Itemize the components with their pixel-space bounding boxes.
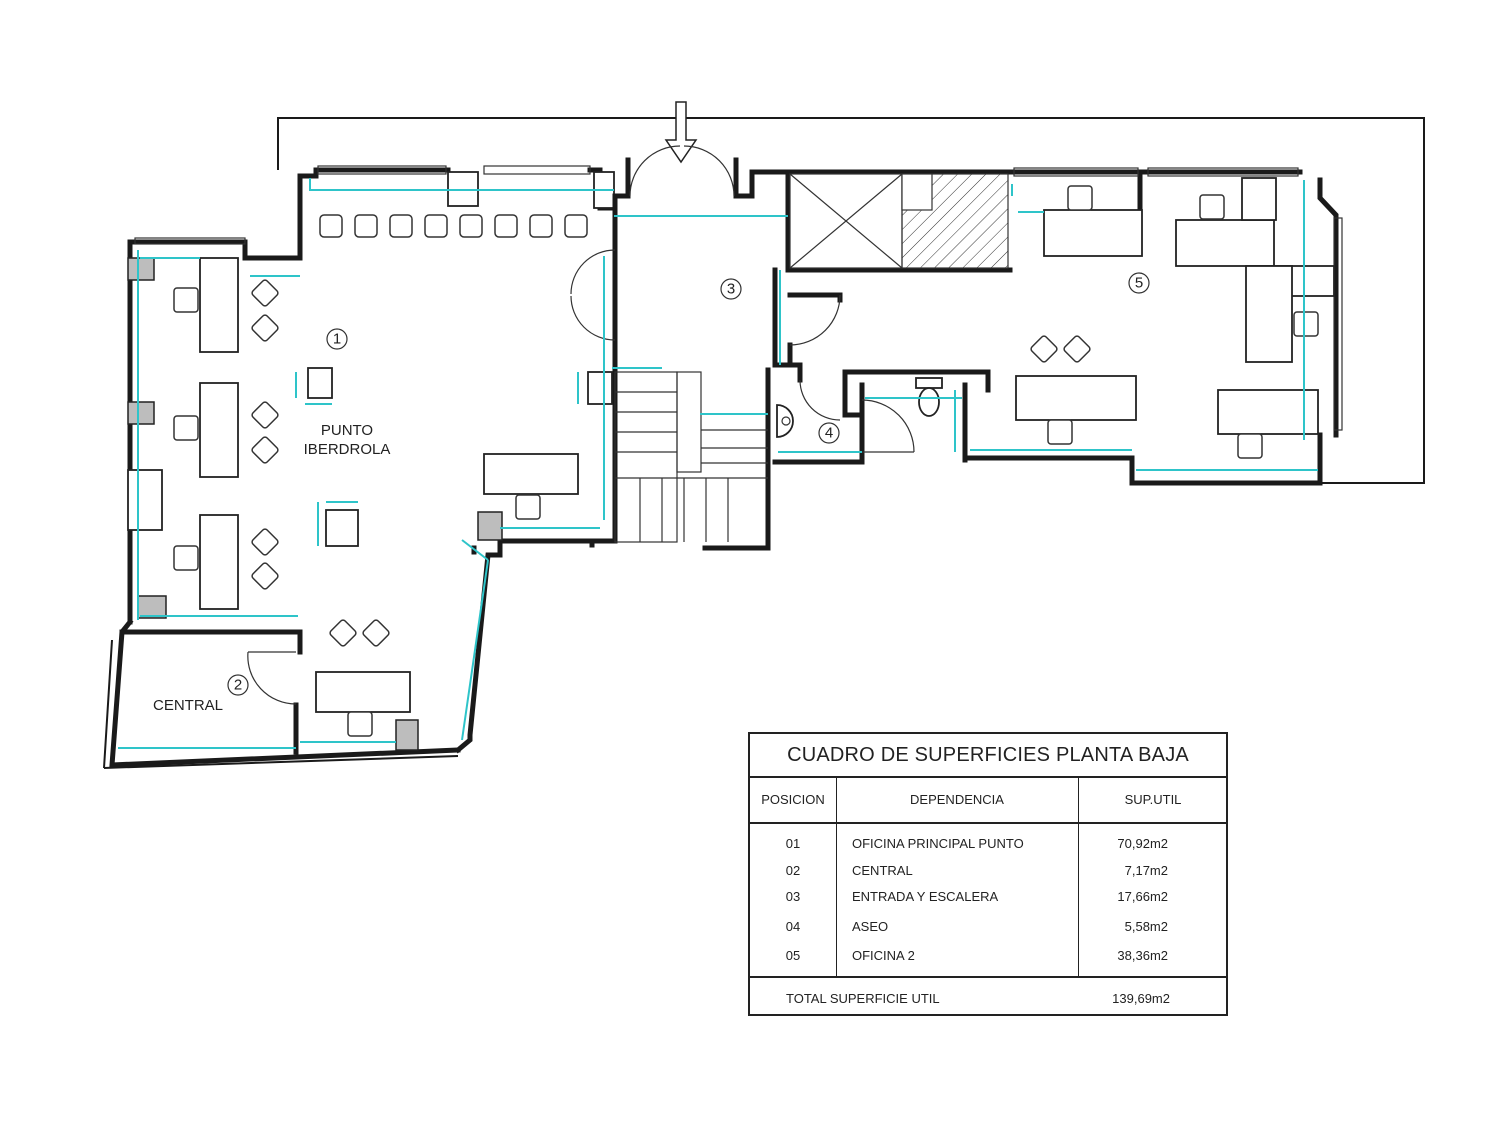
row-dependency: ASEO bbox=[852, 919, 889, 934]
office-chair-icon bbox=[173, 287, 541, 737]
room-number-2: 2 bbox=[227, 674, 249, 696]
room-label-iberdrola: IBERDROLA bbox=[304, 441, 391, 458]
windows-right bbox=[1013, 167, 1343, 431]
room-number-3: 3 bbox=[720, 278, 742, 300]
doors-right bbox=[789, 294, 915, 453]
row-dependency: OFICINA PRINCIPAL PUNTO bbox=[852, 836, 1024, 851]
desks-left bbox=[199, 257, 579, 713]
toilet-icon bbox=[915, 377, 943, 417]
header-dependency: DEPENDENCIA bbox=[836, 778, 1079, 824]
row-dependency: CENTRAL bbox=[852, 863, 913, 878]
row-surface: 17,66m2 bbox=[1117, 889, 1168, 904]
washbasin-icon bbox=[776, 404, 794, 438]
total-value: 139,69m2 bbox=[1112, 991, 1170, 1006]
row-surface: 38,36m2 bbox=[1117, 948, 1168, 963]
row-position: 05 bbox=[785, 948, 801, 963]
header-position: POSICION bbox=[750, 778, 837, 824]
svg-text:2: 2 bbox=[234, 677, 242, 694]
column-divider bbox=[1078, 822, 1079, 976]
table-row: 01 OFICINA PRINCIPAL PUNTO 70,92m2 bbox=[750, 834, 1226, 856]
row-dependency: ENTRADA Y ESCALERA bbox=[852, 889, 999, 904]
structural-columns bbox=[127, 257, 503, 751]
row-surface: 70,92m2 bbox=[1117, 836, 1168, 851]
column-divider bbox=[836, 822, 837, 976]
room-label-punto: PUNTO bbox=[321, 422, 373, 439]
row-dependency: OFICINA 2 bbox=[852, 948, 915, 963]
dimension-lines bbox=[118, 178, 1318, 749]
total-label: TOTAL SUPERFICIE UTIL bbox=[786, 991, 940, 1006]
row-position: 03 bbox=[785, 889, 801, 904]
row-position: 04 bbox=[785, 919, 801, 934]
surface-table: CUADRO DE SUPERFICIES PLANTA BAJA POSICI… bbox=[748, 732, 1228, 1016]
office-chair-icon bbox=[1047, 185, 1319, 459]
header-surface: SUP.UTIL bbox=[1078, 778, 1228, 824]
entrance-doors bbox=[570, 145, 735, 341]
room-number-5: 5 bbox=[1128, 272, 1150, 294]
row-surface: 7,17m2 bbox=[1124, 863, 1168, 878]
armchair-icon bbox=[251, 279, 1091, 647]
table-total-row: TOTAL SUPERFICIE UTIL 139,69m2 bbox=[750, 976, 1226, 1018]
table-row: 02 CENTRAL 7,17m2 bbox=[750, 861, 1226, 883]
svg-text:3: 3 bbox=[727, 281, 735, 298]
table-row: 03 ENTRADA Y ESCALERA 17,66m2 bbox=[750, 887, 1226, 909]
walls-center bbox=[589, 157, 791, 551]
room-number-1: 1 bbox=[326, 328, 348, 350]
svg-text:1: 1 bbox=[333, 331, 341, 348]
entrance-arrow-icon bbox=[664, 101, 698, 164]
room-label-central: CENTRAL bbox=[153, 697, 223, 714]
surface-table-title: CUADRO DE SUPERFICIES PLANTA BAJA bbox=[750, 734, 1226, 778]
row-surface: 5,58m2 bbox=[1124, 919, 1168, 934]
table-row: 04 ASEO 5,58m2 bbox=[750, 917, 1226, 939]
stair-void bbox=[789, 173, 903, 269]
room-number-4: 4 bbox=[818, 422, 840, 444]
svg-text:4: 4 bbox=[825, 425, 833, 442]
stair-icon bbox=[587, 371, 768, 543]
svg-text:5: 5 bbox=[1135, 275, 1143, 292]
waiting-chairs-row bbox=[319, 214, 588, 238]
table-row: 05 OFICINA 2 38,36m2 bbox=[750, 946, 1226, 968]
row-position: 02 bbox=[785, 863, 801, 878]
doors-left bbox=[247, 651, 297, 705]
desks-right bbox=[1015, 177, 1335, 435]
site-boundary bbox=[277, 117, 1425, 484]
row-position: 01 bbox=[785, 836, 801, 851]
hatched-area bbox=[901, 173, 1009, 269]
